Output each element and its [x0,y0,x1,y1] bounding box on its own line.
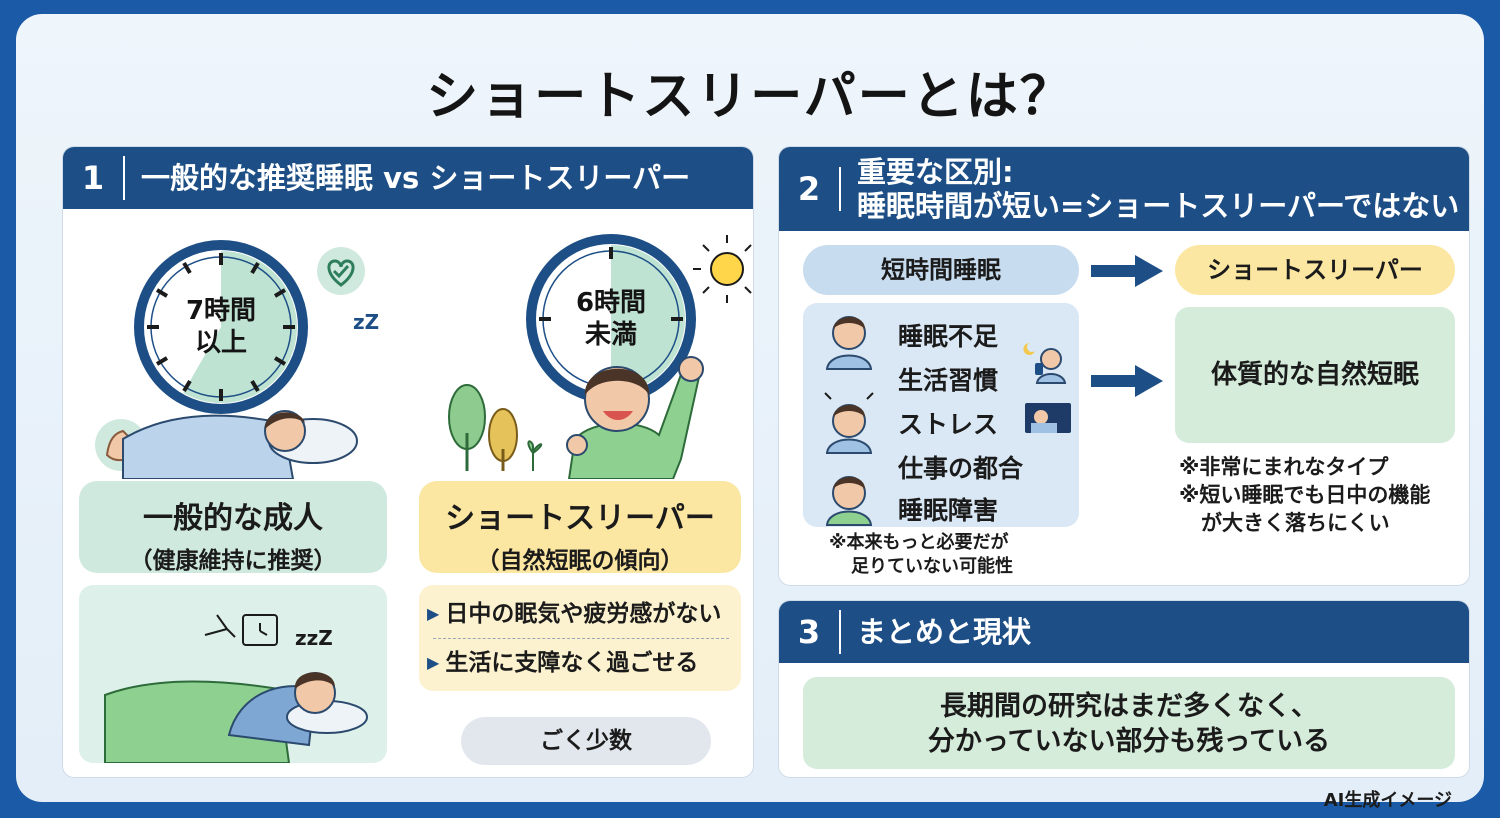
sleeping-person-icon: zzZ [104,614,368,764]
divider [433,638,729,639]
cause-item: 仕事の都合 [898,454,1024,483]
short-sleep-causes: 睡眠不足 生活習慣 ストレス 仕事の都合 睡眠障害 [803,303,1079,527]
sun-icon [693,235,752,303]
panel-2-number: 2 [779,167,841,211]
cause-item: 睡眠障害 [898,496,999,525]
bed-zz-text: zzZ [295,626,333,650]
feature-text: 日中の眠気や疲労感がない [445,601,722,627]
panel-1-title: 一般的な推奨睡眠 vs ショートスリーパー [141,161,691,195]
cause-item: ストレス [898,410,999,439]
panel-3-number: 3 [779,610,841,654]
natural-note-1: ※非常にまれなタイプ [1179,455,1389,479]
panel-1-header: 1 一般的な推奨睡眠 vs ショートスリーパー [63,147,753,209]
panel-summary: 3 まとめと現状 長期間の研究はまだ多くなく、 分かっていない部分も残っている [778,600,1470,778]
short-sleeper-sub: （自然短眠の傾向） [476,548,684,574]
clock-icon [134,240,308,414]
short-sleeper-label: ショートスリーパー [1175,245,1455,295]
sleeping-scene: zzZ [79,585,387,764]
natural-note-2-line1: ※短い睡眠でも日中の機能 [1179,483,1431,507]
infographic-frame: ショートスリーパーとは？ 1 一般的な推奨睡眠 vs ショートスリーパー [16,14,1484,811]
summary-box: 長期間の研究はまだ多くなく、 分かっていない部分も残っている [803,677,1455,769]
panel-comparison: 1 一般的な推奨睡眠 vs ショートスリーパー 7時間 以上 [62,146,754,778]
worried-person-icon [824,316,1071,526]
natural-note: ※非常にまれなタイプ ※短い睡眠でも日中の機能 が大きく落ちにくい [1179,453,1430,537]
panel-3-title: まとめと現状 [857,615,1032,649]
alarm-clock-icon [204,614,278,646]
list-item: ▶ 生活に支障なく過ごせる [427,642,741,684]
general-adult-label: 一般的な成人 （健康維持に推奨） [79,481,387,574]
heart-check-icon [317,247,365,295]
ai-generated-note: AI生成イメージ [1323,790,1452,811]
triangle-bullet-icon: ▶ [427,653,440,672]
natural-short-sleep-box: 体質的な自然短眠 [1175,307,1455,443]
rarity-badge: ごく少数 [461,717,711,765]
panel-1-number: 1 [63,156,125,200]
summary-line1: 長期間の研究はまだ多くなく、 [940,691,1318,722]
clock-right-line1: 6時間 [576,288,646,318]
cause-item: 睡眠不足 [898,322,999,351]
short-sleeper-label: ショートスリーパー （自然短眠の傾向） [419,481,741,574]
short-sleeper-features: ▶ 日中の眠気や疲労感がない ▶ 生活に支障なく過ごせる [419,585,741,691]
panel-distinction: 2 重要な区別: 睡眠時間が短い=ショートスリーパーではない 短時間睡眠 ショー… [778,146,1470,586]
general-adult-title: 一般的な成人 [143,501,323,536]
zz-text: zZ [353,310,379,334]
panel-2-title-line1: 重要な区別: [857,155,1014,189]
panel-2-title-line2: 睡眠時間が短い=ショートスリーパーではない [857,189,1460,223]
panel-2-header: 2 重要な区別: 睡眠時間が短い=ショートスリーパーではない [779,147,1469,231]
arrow-right-icon [1091,365,1163,397]
page-title: ショートスリーパーとは？ [426,67,1074,127]
comparison-scene: 7時間 以上 zZ [95,234,752,479]
clock-left-line1: 7時間 [186,296,256,326]
short-sleeper-title: ショートスリーパー [445,501,715,536]
summary-line2: 分かっていない部分も残っている [927,726,1331,757]
cheerful-person-icon [566,356,704,479]
sleeping-person-icon [122,410,358,479]
triangle-bullet-icon: ▶ [427,604,440,623]
cause-item: 生活習慣 [898,366,999,395]
panel-3-header: 3 まとめと現状 [779,601,1469,663]
feature-text: 生活に支障なく過ごせる [445,650,699,676]
arrow-right-icon [1091,255,1163,287]
cause-note-line2: 足りていない可能性 [851,556,1013,577]
panel-2-title: 重要な区別: 睡眠時間が短い=ショートスリーパーではない [841,155,1459,223]
natural-note-2-line2: が大きく落ちにくい [1201,511,1390,535]
clock-right-line2: 未満 [585,320,637,350]
cause-note: ※本来もっと必要だが 足りていない可能性 [829,531,1013,579]
short-sleep-label: 短時間睡眠 [803,245,1079,295]
general-adult-sub: （健康維持に推奨） [129,548,337,574]
tree-icon [448,384,543,471]
clock-icon [526,234,696,404]
list-item: ▶ 日中の眠気や疲労感がない [427,593,741,635]
clock-left-line2: 以上 [195,328,247,358]
cause-note-line1: ※本来もっと必要だが [829,532,1009,553]
